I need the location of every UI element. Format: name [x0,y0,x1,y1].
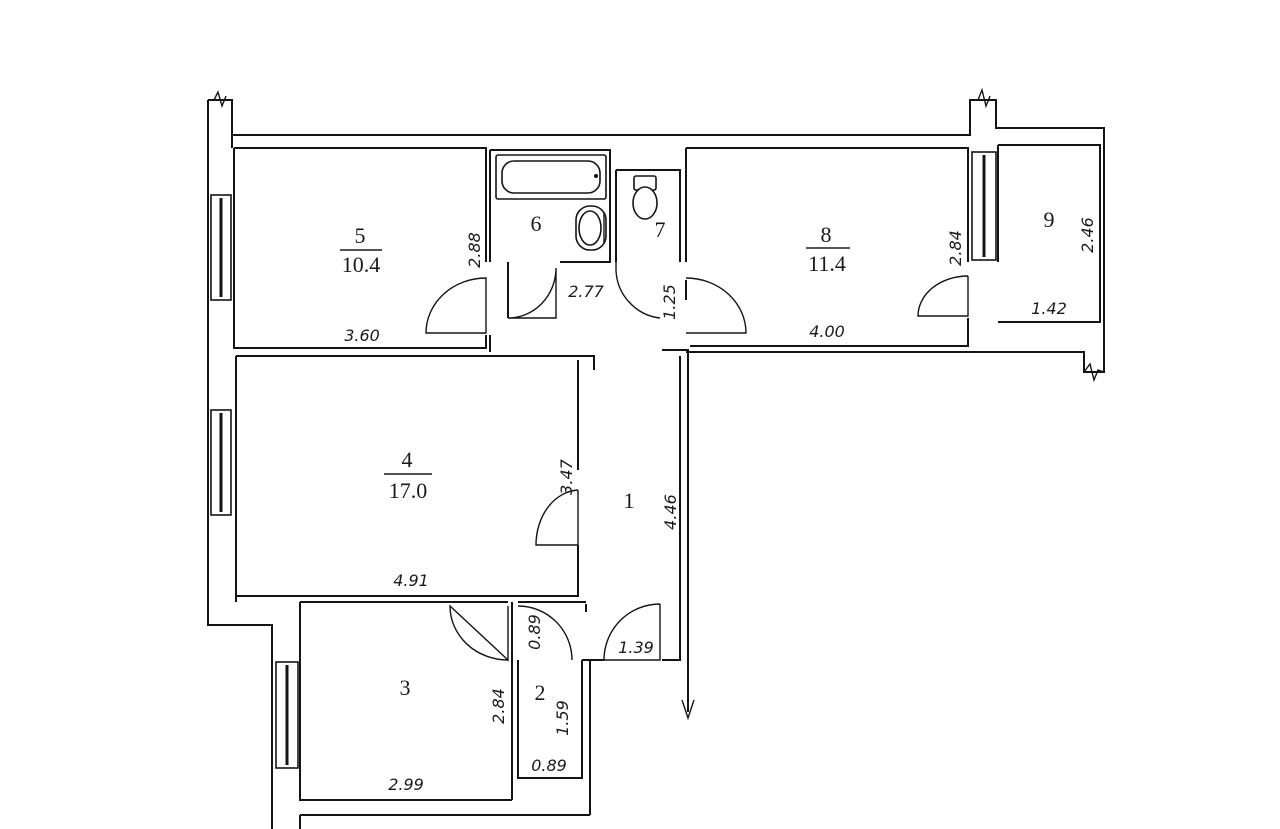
room-9-walls [997,144,1101,323]
sink-icon [575,205,607,251]
door-room-6 [507,267,557,319]
dim-r2-height: 1.59 [553,700,572,736]
room-3-number: 3 [400,675,411,700]
room-5-walls [233,147,491,352]
room-6-number: 6 [531,211,542,236]
room-5-area: 10.4 [342,252,381,277]
dim-r3-width: 2.99 [388,775,424,794]
room-8-number: 8 [821,222,832,247]
door-entrance [603,603,661,661]
door-room-2 [517,605,573,661]
room-6-walls [489,149,611,318]
dim-r2-width: 0.89 [531,756,567,775]
toilet-icon [632,175,658,220]
room-1-walls [662,349,695,721]
dim-r9-height: 2.46 [1078,217,1097,253]
room-4-number: 4 [402,447,413,472]
dim-r9-width: 1.42 [1031,299,1067,318]
room-5-label: 5 10.4 [340,223,382,277]
dim-r6-width: 2.77 [568,282,604,301]
door-room-8 [685,277,747,334]
room-7-walls [615,169,681,262]
dim-r7-width: 1.25 [660,284,679,320]
door-room-5 [425,277,487,334]
room-5-number: 5 [355,223,366,248]
room-3-walls [300,601,587,800]
outer-walls [207,87,1105,829]
door-room-3 [449,604,509,662]
door-room-7 [615,262,661,319]
dim-r5-width: 3.60 [344,326,380,345]
room-7-number: 7 [655,217,666,242]
door-room-4 [535,489,579,546]
room-4-label: 4 17.0 [384,447,432,503]
room-2-walls [517,601,604,779]
dim-r5-height: 2.88 [465,232,484,268]
room-4-area: 17.0 [389,478,428,503]
dim-r8-width: 4.00 [809,322,845,341]
dim-r3-height: 2.84 [489,688,508,724]
dim-r1-height: 4.46 [661,494,680,530]
dim-r1-door: 1.39 [618,638,654,657]
dim-r4-width: 4.91 [393,571,429,590]
room-8-area: 11.4 [808,251,846,276]
windows [210,151,997,769]
door-room-9 [917,275,969,317]
dim-r8-height: 2.84 [946,230,965,266]
bathtub-icon [495,154,607,200]
room-2-number: 2 [535,680,546,705]
room-1-number: 1 [624,488,635,513]
room-9-number: 9 [1044,207,1055,232]
room-8-label: 8 11.4 [806,222,850,276]
room-4-walls [235,355,595,602]
dim-r2-top: 0.89 [525,614,544,650]
doors [425,262,969,662]
dim-r4-height: 3.47 [557,458,576,494]
dimension-labels: 2.88 3.60 2.77 1.25 2.84 4.00 2.46 1.42 … [344,217,1097,794]
room-8-walls [685,147,969,347]
